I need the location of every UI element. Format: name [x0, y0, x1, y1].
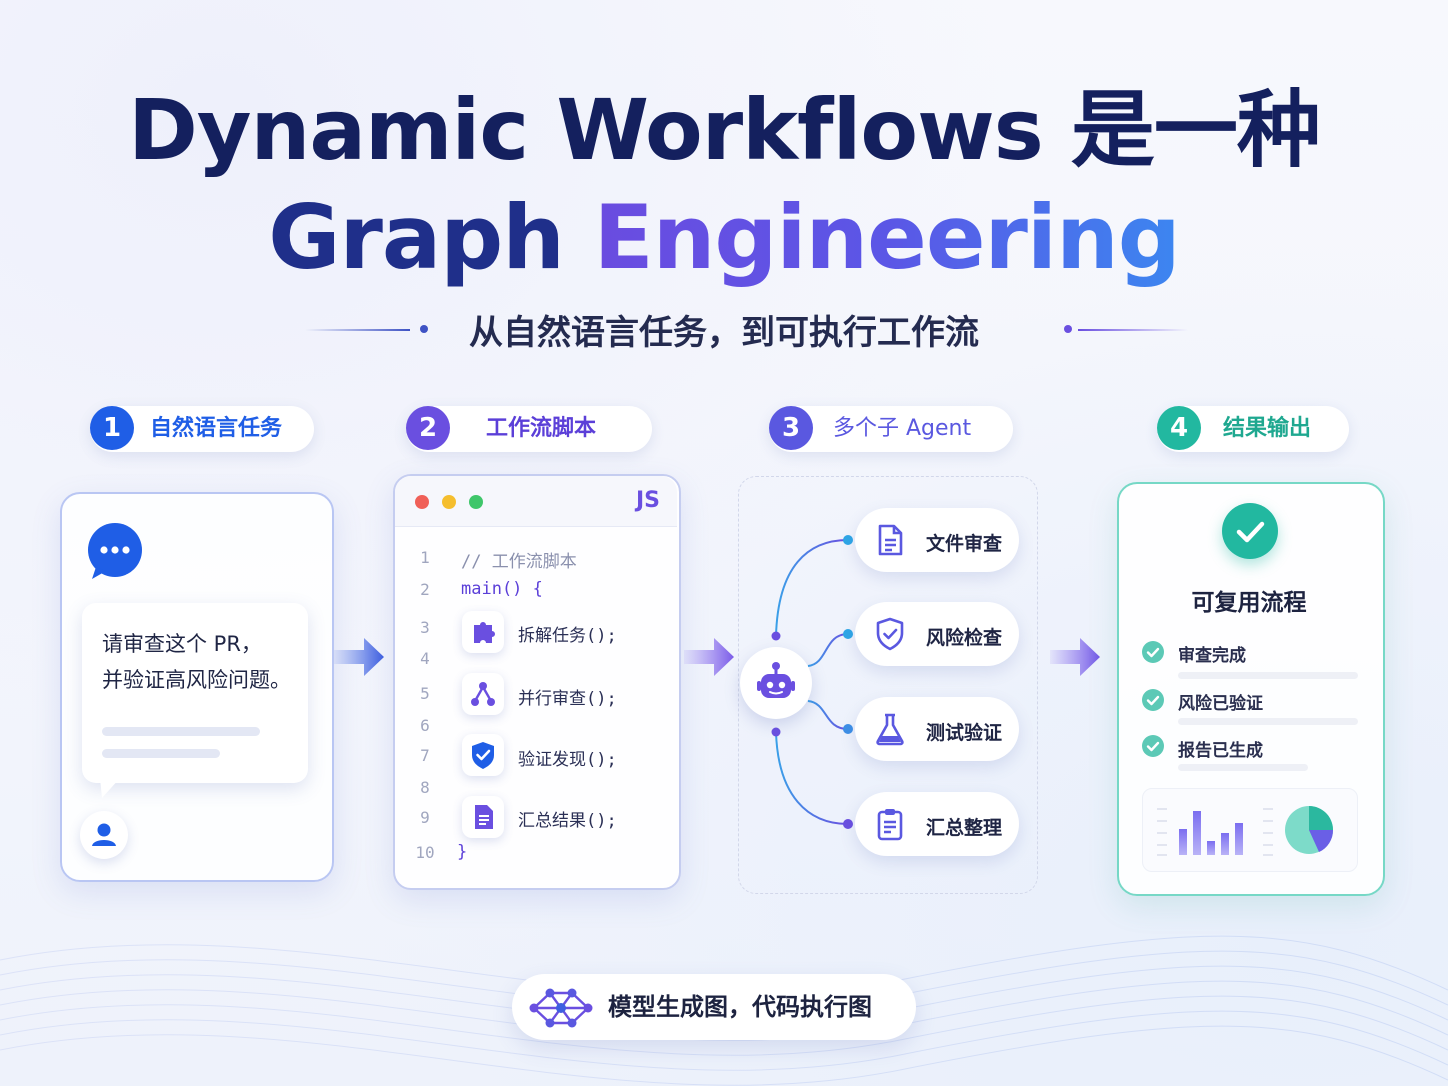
placeholder-bar [1178, 718, 1358, 725]
branch-icon [462, 673, 504, 715]
clipboard-icon [877, 809, 903, 841]
check-icon [1142, 641, 1164, 663]
task-message-text: 请审查这个 PR， 并验证高风险问题。 [102, 626, 291, 698]
step-pill-3: 3 多个子 Agent [769, 406, 1013, 452]
orchestrator-agent [740, 647, 812, 719]
bubble-tail [100, 778, 120, 798]
step-label-1: 自然语言任务 [150, 416, 283, 441]
code-comment: // 工作流脚本 [461, 552, 577, 572]
agent-summary [855, 792, 1019, 856]
result-item-2: 风险已验证 [1178, 694, 1263, 714]
step-number-1: 1 [90, 406, 134, 450]
agent-label-2: 风险检查 [926, 627, 1003, 649]
step-label-2: 工作流脚本 [486, 416, 597, 441]
result-item-3: 报告已生成 [1178, 741, 1263, 761]
line-number: 2 [420, 580, 430, 599]
code-call-3: 验证发现(); [518, 750, 617, 770]
line-number: 9 [420, 808, 430, 827]
agent-connectors [771, 535, 853, 829]
subtitle: 从自然语言任务，到可执行工作流 [469, 313, 979, 353]
check-icon [1142, 735, 1164, 757]
user-icon [92, 823, 116, 846]
title-graph: Graph [268, 186, 565, 289]
subtitle-dot-right [1064, 325, 1072, 333]
agent-label-4: 汇总整理 [926, 817, 1003, 839]
title-engineering: Engineering [593, 186, 1181, 289]
result-title: 可复用流程 [1191, 590, 1307, 616]
subtitle-rule-left [305, 329, 410, 331]
footer-label: 模型生成图，代码执行图 [608, 993, 872, 1021]
step-label-4: 结果输出 [1223, 416, 1312, 441]
step-number-3: 3 [769, 406, 813, 450]
code-main: main() { [461, 579, 543, 599]
step-number-4: 4 [1157, 406, 1201, 450]
flow-arrow-icon [334, 638, 384, 676]
subtitle-dot-left [420, 325, 428, 333]
line-number: 8 [420, 778, 430, 797]
placeholder-bar [102, 749, 220, 758]
document-icon [878, 524, 903, 556]
shield-check-icon [462, 734, 504, 776]
line-number: 5 [420, 684, 430, 703]
window-maximize-dot[interactable] [469, 495, 483, 509]
shield-check-icon [876, 617, 904, 651]
document-icon [462, 796, 504, 838]
code-close-brace: } [457, 842, 468, 862]
task-message-line-2: 并验证高风险问题。 [102, 668, 291, 692]
code-call-2: 并行审查(); [518, 689, 617, 709]
window-titlebar [395, 476, 677, 527]
task-message-line-1: 请审查这个 PR， [102, 632, 262, 656]
user-avatar [80, 811, 128, 859]
title-line-2: Graph Engineering [0, 186, 1448, 290]
success-check-icon [1222, 503, 1278, 559]
step-number-2: 2 [406, 406, 450, 450]
line-number: 6 [420, 716, 430, 735]
line-number: 1 [420, 548, 430, 567]
agent-risk-check [855, 602, 1019, 666]
code-call-1: 拆解任务(); [518, 626, 617, 646]
agent-file-review [855, 508, 1019, 572]
step-label-3: 多个子 Agent [833, 416, 972, 441]
line-number: 7 [420, 746, 430, 765]
line-number: 10 [415, 843, 435, 862]
report-chart-icon [1157, 806, 1334, 856]
graph-network-icon [529, 988, 593, 1028]
placeholder-bar [1178, 672, 1358, 679]
flow-arrow-icon [684, 638, 734, 676]
result-item-1: 审查完成 [1178, 646, 1246, 666]
flow-arrow-icon [1050, 638, 1100, 676]
title-line-1: Dynamic Workflows 是一种 [128, 81, 1321, 179]
agent-test-verify [855, 697, 1019, 761]
puzzle-icon [462, 611, 504, 653]
step-pill-4: 4 结果输出 [1157, 406, 1349, 452]
subtitle-rule-right [1078, 329, 1188, 331]
placeholder-bar [1178, 764, 1308, 771]
line-number: 3 [420, 618, 430, 637]
line-number: 4 [420, 649, 430, 668]
agent-label-3: 测试验证 [926, 722, 1003, 744]
chat-bubble-icon [88, 523, 142, 579]
placeholder-bar [102, 727, 260, 736]
robot-icon [757, 662, 795, 698]
agents-panel [738, 476, 1038, 894]
flask-icon [876, 713, 904, 746]
step-pill-2: 2 工作流脚本 [406, 406, 652, 452]
window-close-dot[interactable] [415, 495, 429, 509]
window-minimize-dot[interactable] [442, 495, 456, 509]
script-window [393, 474, 681, 890]
step-pill-1: 1 自然语言任务 [90, 406, 314, 452]
code-call-4: 汇总结果(); [518, 811, 617, 831]
agent-label-1: 文件审查 [926, 533, 1003, 555]
language-badge: JS [636, 488, 661, 513]
report-preview [1142, 788, 1358, 872]
check-icon [1142, 689, 1164, 711]
